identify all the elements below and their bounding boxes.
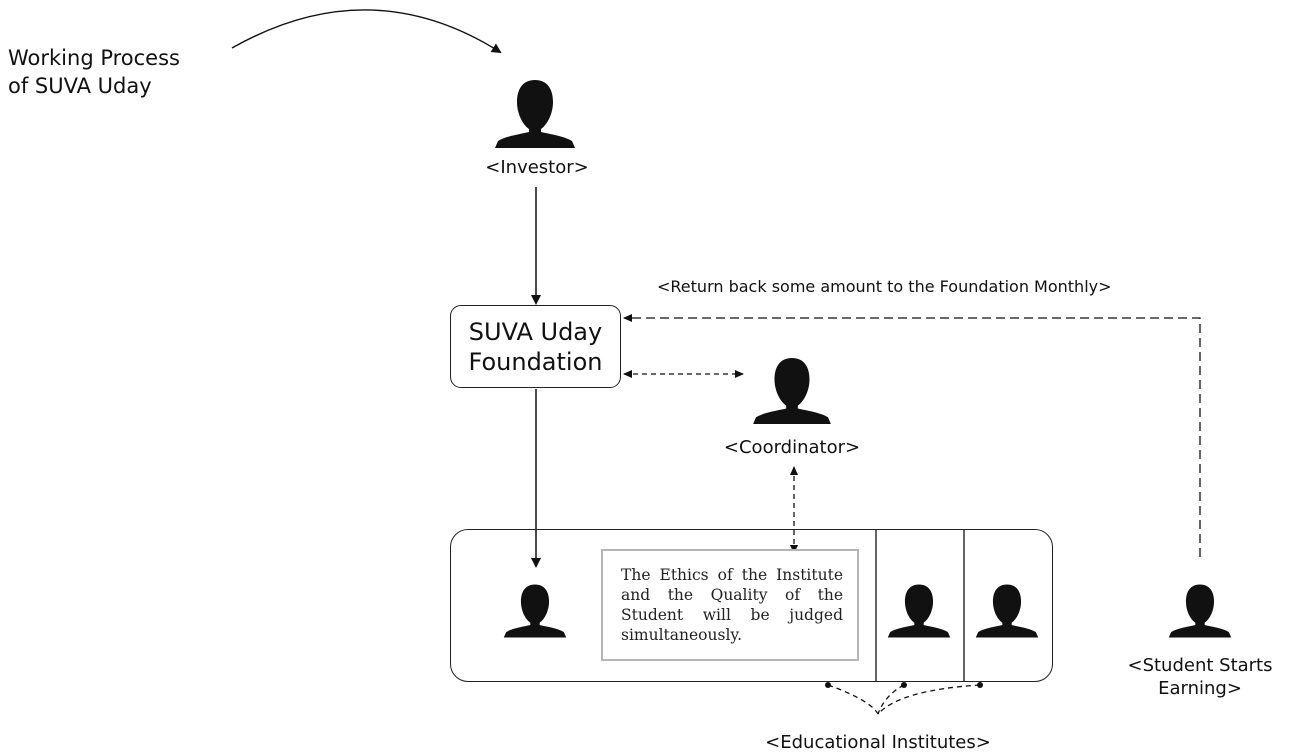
earning-student-label-line1: <Student Starts xyxy=(1127,655,1273,676)
brace-dot-3 xyxy=(977,682,983,688)
title-curve-arrow xyxy=(231,9,502,54)
institute-student-icon-2 xyxy=(887,584,951,638)
coordinator-person-icon xyxy=(753,357,831,425)
foundation-name-line2: Foundation xyxy=(468,347,603,376)
investor-person-icon xyxy=(495,80,575,148)
institute-student-icon-3 xyxy=(975,584,1039,638)
return-flow-label: <Return back some amount to the Foundati… xyxy=(657,277,1112,296)
diagram-title-line1: Working Process xyxy=(8,46,180,70)
brace-dot-1 xyxy=(825,682,831,688)
coordinator-label: <Coordinator> xyxy=(723,437,861,458)
ethics-note: The Ethics of the Institute and the Qual… xyxy=(601,549,859,661)
educational-institutes-box xyxy=(450,529,1053,682)
foundation-box: SUVA Uday Foundation xyxy=(450,305,621,388)
foundation-name-line1: SUVA Uday xyxy=(468,317,603,346)
brace-dot-2 xyxy=(901,682,907,688)
educational-institutes-label: <Educational Institutes> xyxy=(765,732,991,753)
investor-label: <Investor> xyxy=(485,157,589,178)
return-flow-dashed-arrow xyxy=(623,314,1201,557)
earning-student-icon xyxy=(1168,584,1232,638)
institutes-brace xyxy=(827,684,981,715)
diagram-title-line2: of SUVA Uday xyxy=(8,74,152,98)
institute-student-icon-1 xyxy=(503,584,567,638)
earning-student-label-line2: Earning> xyxy=(1158,678,1242,699)
